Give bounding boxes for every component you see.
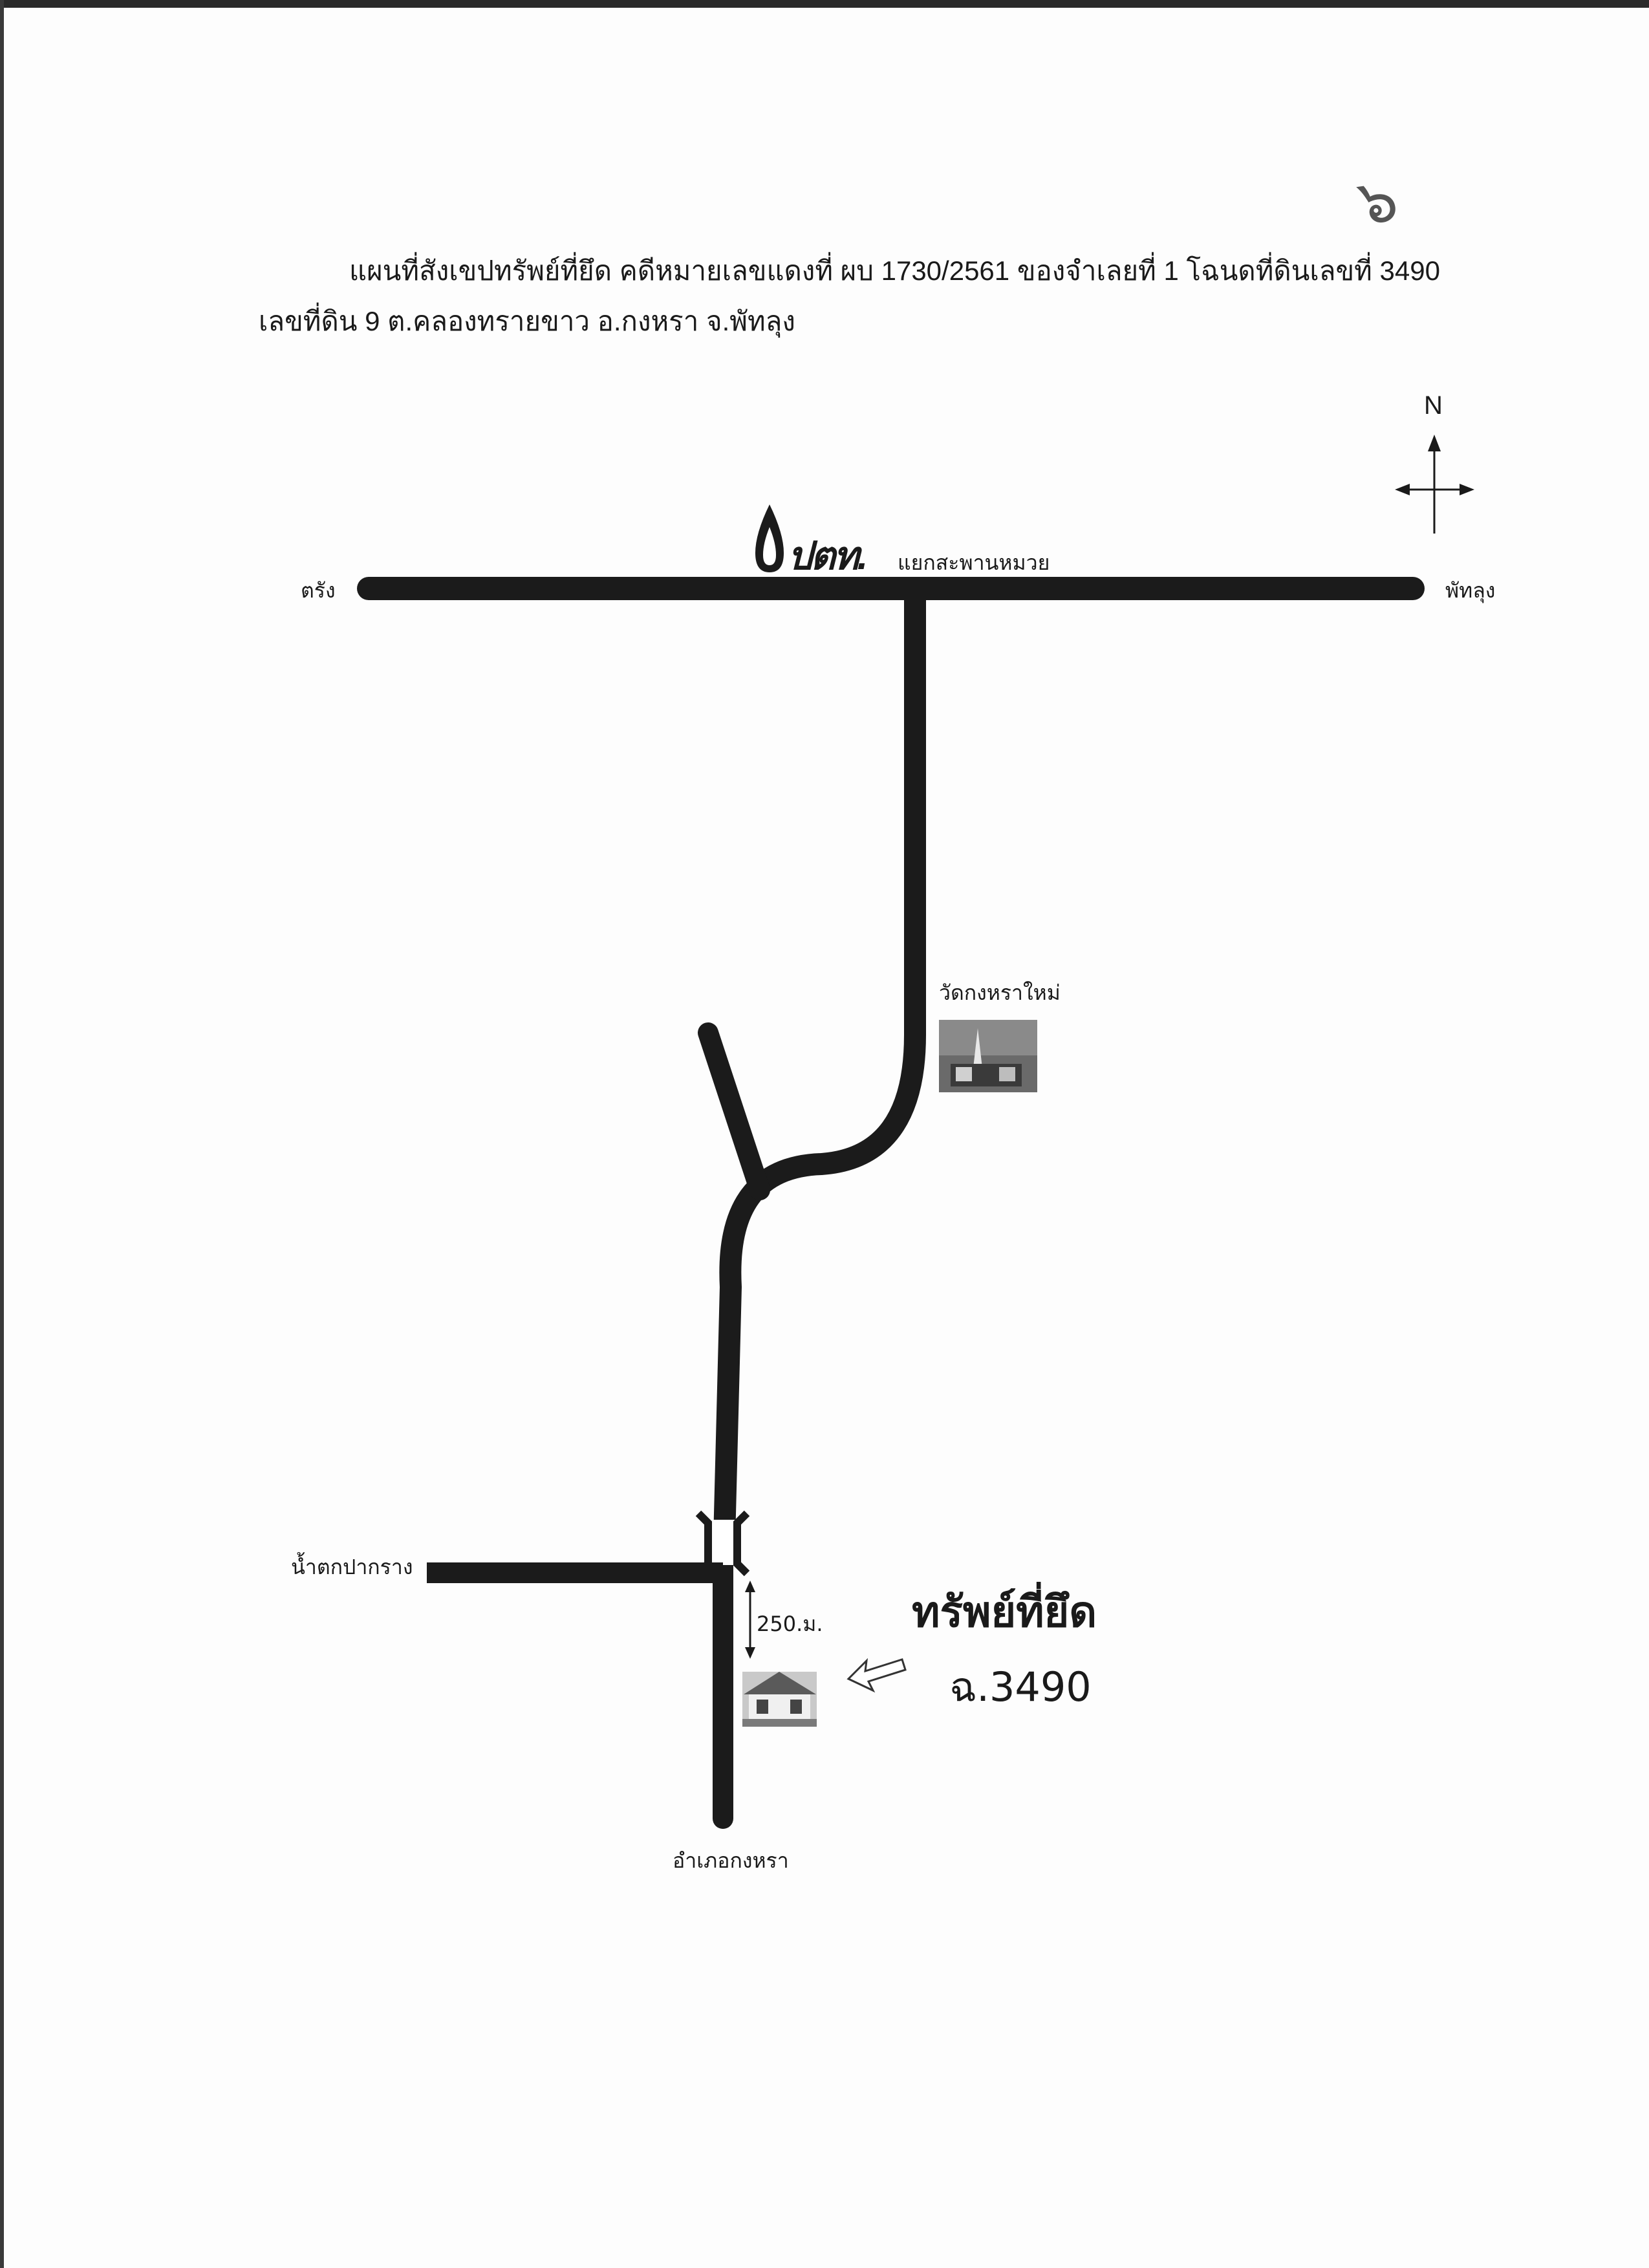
distance-arrow-icon xyxy=(745,1581,755,1659)
west-destination-label: ตรัง xyxy=(301,578,336,603)
property-deed-number: ฉ.3490 xyxy=(949,1663,1092,1711)
junction-label: แยกสะพานหมวย xyxy=(898,550,1050,575)
title-line-2: เลขที่ดิน 9 ต.คลองทรายขาว อ.กงหรา จ.พัทล… xyxy=(259,306,795,336)
house-photo xyxy=(742,1672,817,1727)
temple-label: วัดกงหราใหม่ xyxy=(939,980,1061,1005)
east-destination-label: พัทลุง xyxy=(1445,578,1496,603)
map-title: แผนที่สังเขปทรัพย์ที่ยึด คดีหมายเลขแดงที… xyxy=(259,246,1520,347)
temple-photo xyxy=(939,1020,1037,1092)
waterfall-label: น้ำตกปากราง xyxy=(291,1555,413,1579)
scan-top-edge xyxy=(0,0,1649,8)
district-label: อำเภอกงหรา xyxy=(673,1848,789,1873)
ptt-logo-icon xyxy=(755,504,784,572)
property-title: ทรัพย์ที่ยึด xyxy=(912,1587,1097,1637)
north-label: N xyxy=(1424,391,1443,420)
road-to-kong-ra xyxy=(713,589,926,1540)
bridge-icon xyxy=(695,1510,750,1577)
title-line-1: แผนที่สังเขปทรัพย์ที่ยึด คดีหมายเลขแดงที… xyxy=(349,255,1440,286)
distance-label: 250.ม. xyxy=(757,1612,823,1636)
ptt-logo-text: ปตท. xyxy=(788,534,868,578)
compass-icon xyxy=(1395,435,1474,534)
branch-road xyxy=(698,1022,770,1200)
scan-left-edge xyxy=(0,0,4,2268)
property-pointer-arrow-icon xyxy=(846,1658,907,1693)
